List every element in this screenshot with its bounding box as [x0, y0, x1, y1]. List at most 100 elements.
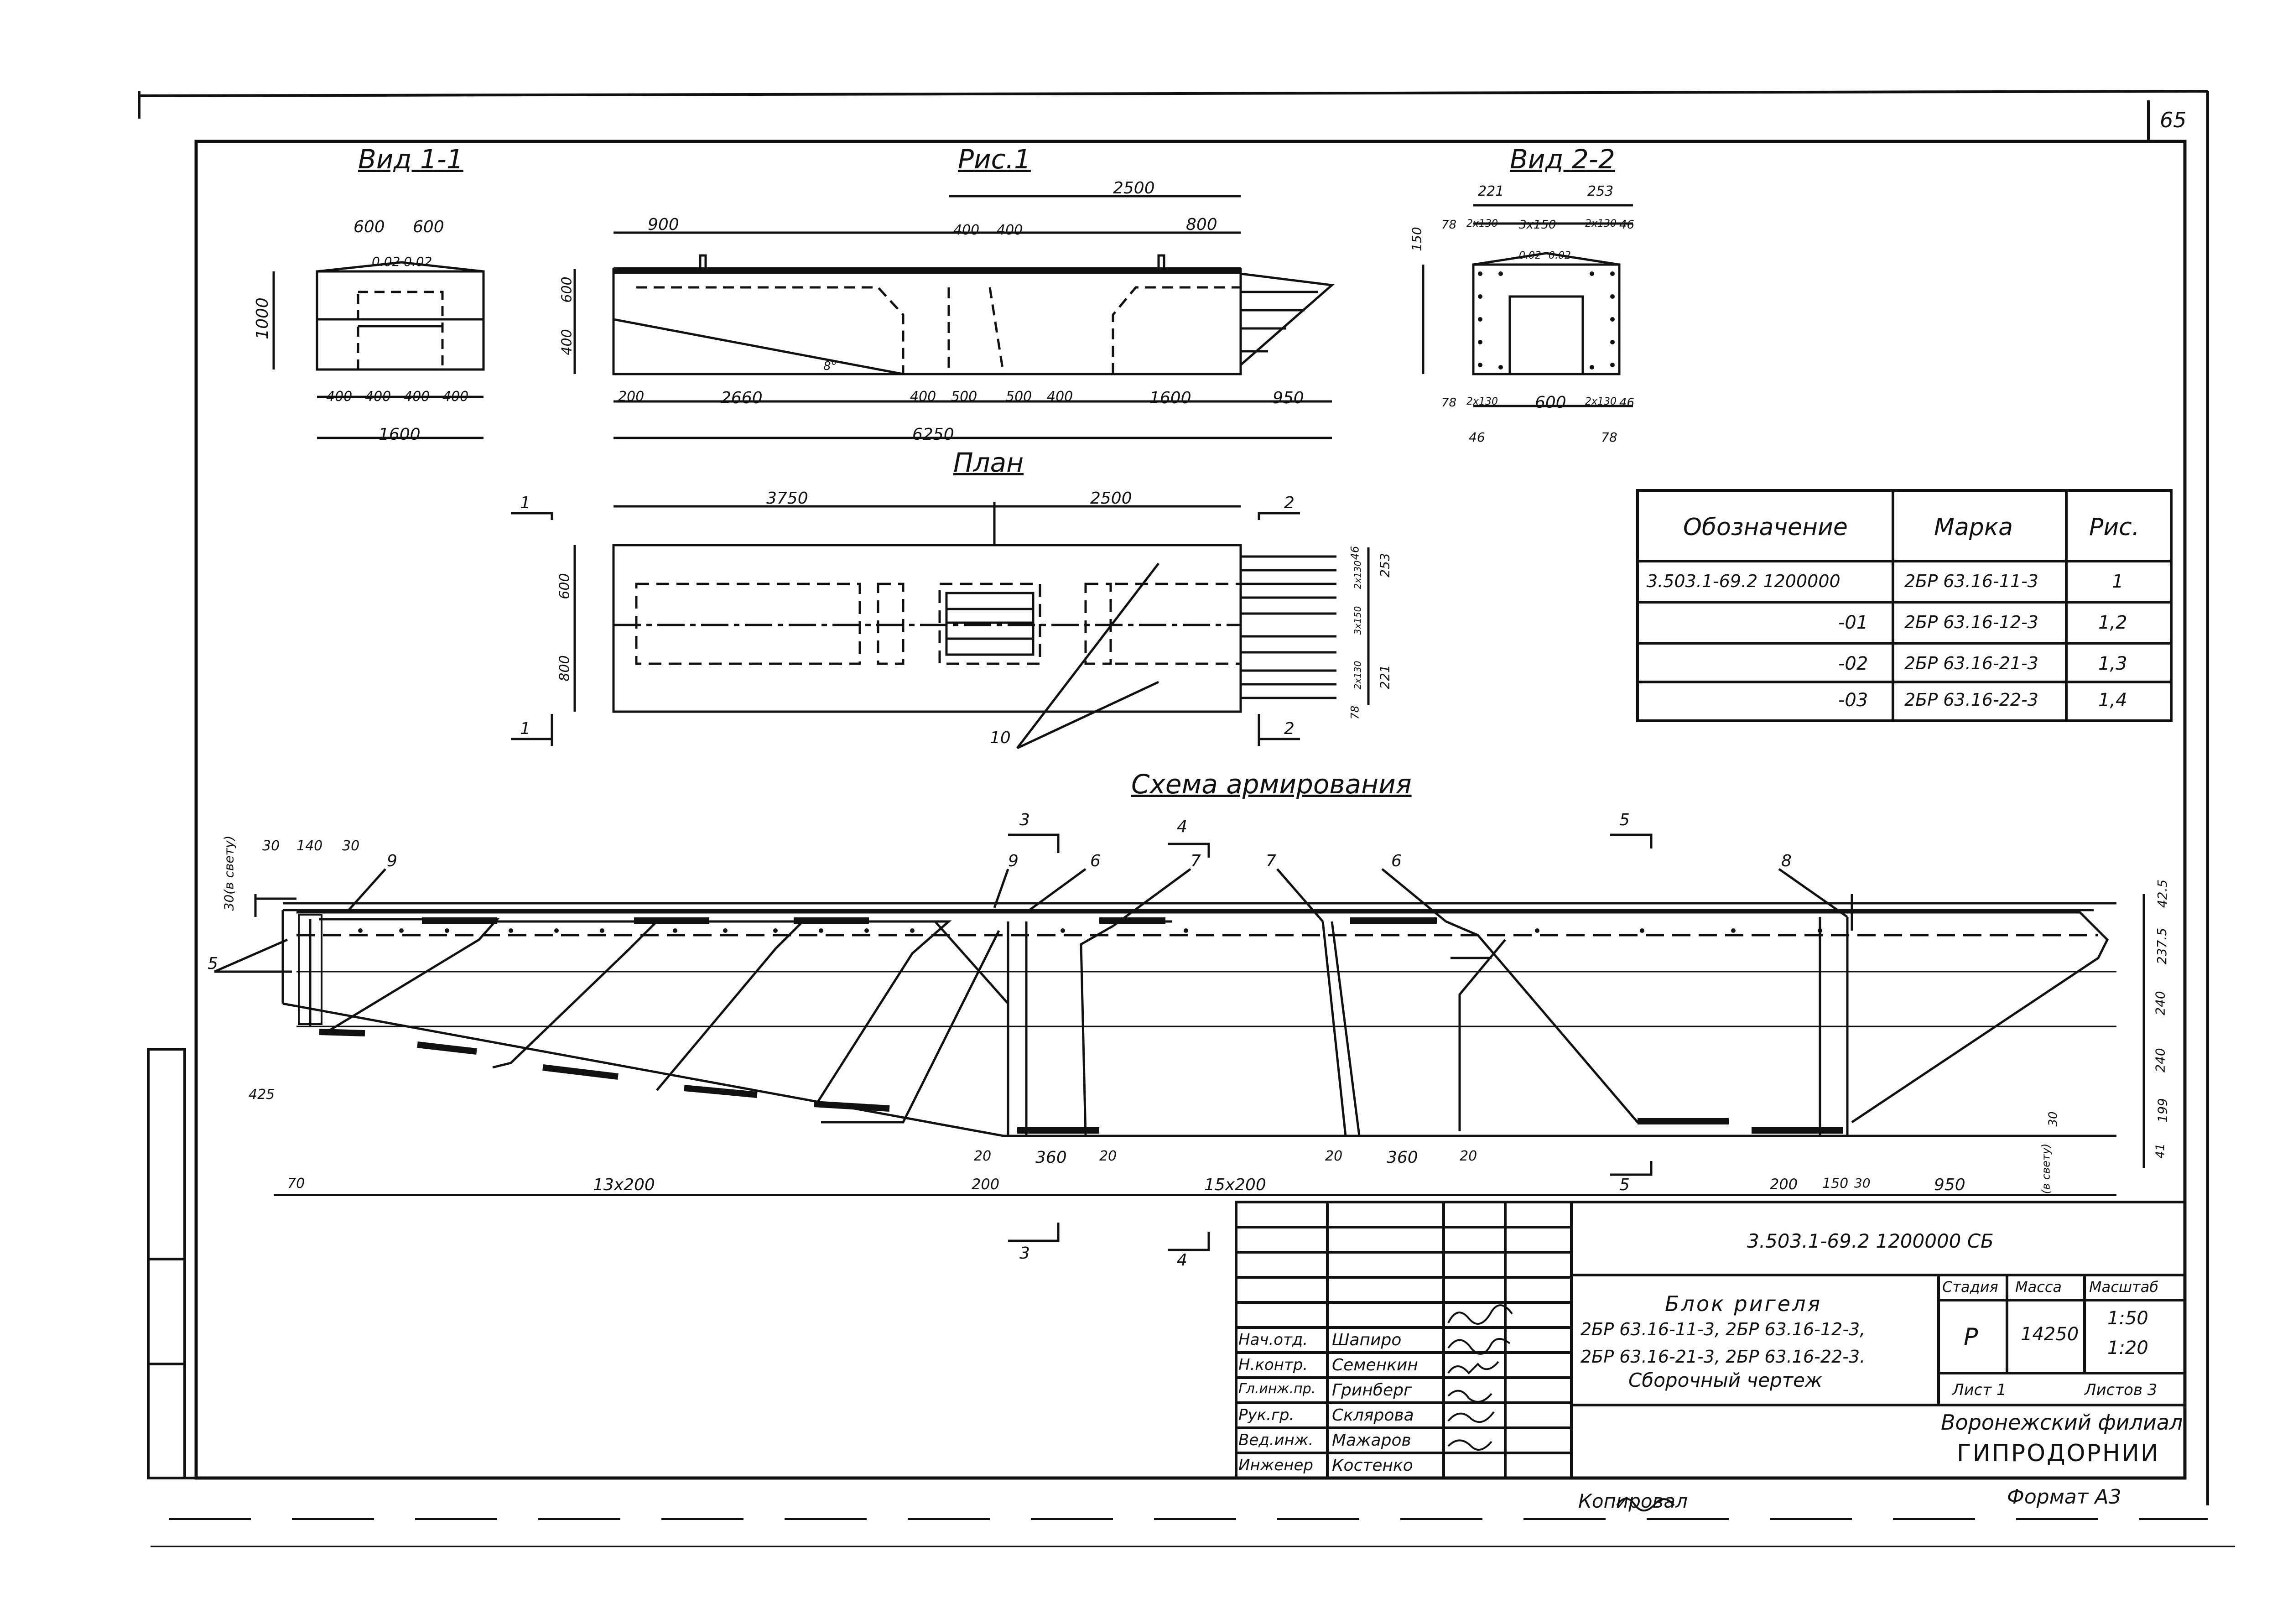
spec-row-mark: 2БР 63.16-22-3 — [1904, 690, 2038, 710]
dim-label: 2500 — [1113, 179, 1155, 198]
dim-label: 46 — [1348, 546, 1362, 560]
dim-label: 400 — [326, 389, 353, 405]
dim-label: 30 — [342, 838, 360, 854]
person-name: Шапиро — [1332, 1331, 1402, 1349]
spec-row-code: 3.503.1-69.2 1200000 — [1647, 571, 1840, 591]
organization: ГИПРОДОРНИИ — [1957, 1440, 2160, 1467]
copied-by-label: Копировал — [1578, 1490, 1688, 1512]
dim-label: 15x200 — [1204, 1176, 1266, 1194]
dim-label: 600 — [413, 218, 444, 236]
binding-strip — [147, 1048, 186, 1479]
dim-label: 41 — [2153, 1143, 2168, 1159]
role-label: Нач.отд. — [1238, 1331, 1308, 1349]
section-label: 5 — [1619, 1176, 1630, 1194]
dim-label: 2x130 — [1466, 218, 1498, 229]
plan-title: План — [953, 447, 1024, 478]
dim-label: 200 — [1770, 1176, 1798, 1193]
dim-label: 30 — [2046, 1111, 2060, 1127]
spec-row-fig: 1,4 — [2098, 690, 2127, 711]
dim-label: 360 — [1035, 1148, 1067, 1167]
dim-label: 6250 — [912, 425, 954, 444]
drawing-name-line: Блок ригеля — [1665, 1291, 1822, 1316]
section-label: 4 — [1177, 1251, 1187, 1270]
callout-label: 9 — [1008, 852, 1019, 870]
dim-label: 2x130 — [1352, 560, 1363, 589]
dim-label: 800 — [1186, 215, 1217, 234]
dim-label: 800 — [556, 655, 573, 682]
dim-label: 900 — [648, 215, 679, 234]
dim-label: 46 — [1619, 218, 1635, 232]
role-label: Гл.инж.пр. — [1238, 1381, 1316, 1397]
dim-label: 8° — [823, 359, 837, 373]
section-label: 2 — [1284, 494, 1295, 512]
dim-label: 425 — [249, 1087, 275, 1103]
dim-label: 1600 — [1149, 389, 1191, 407]
spec-row-code: -02 — [1838, 653, 1868, 674]
mass-value: 14250 — [2021, 1324, 2079, 1345]
dim-label: 400 — [953, 222, 980, 238]
dim-label: 78 — [1348, 705, 1362, 720]
sheet-number: 65 — [2160, 108, 2187, 132]
dim-label: 400 — [559, 329, 575, 355]
dim-label: 360 — [1387, 1148, 1418, 1167]
dim-label: 2500 — [1090, 489, 1132, 508]
dim-label: 150 — [1822, 1176, 1849, 1192]
callout-label: 7 — [1266, 852, 1276, 870]
spec-row-fig: 1 — [2112, 571, 2124, 592]
sheet-label: Лист 1 — [1952, 1381, 2007, 1399]
dim-label: 30(в свету) — [221, 835, 237, 911]
reinforcement-scheme — [254, 894, 2145, 1196]
dim-label: 237.5 — [2154, 927, 2170, 965]
dim-label: 1000 — [253, 297, 272, 339]
title-block-grid — [1235, 1201, 2186, 1479]
dim-label: 0.02 — [1549, 250, 1571, 261]
document-code: 3.503.1-69.2 1200000 СБ — [1747, 1230, 1994, 1252]
role-label: Н.контр. — [1238, 1356, 1308, 1374]
section-label: 3 — [1019, 1244, 1030, 1263]
spec-row-fig: 1,3 — [2098, 653, 2127, 674]
spec-header-designation: Обозначение — [1683, 514, 1848, 541]
dim-label: 950 — [1273, 389, 1304, 407]
drawing-name-line: 2БР 63.16-21-3, 2БР 63.16-22-3. — [1581, 1347, 1866, 1367]
dim-label: 30 — [1854, 1176, 1871, 1191]
dim-label: 400 — [442, 389, 469, 405]
dim-label: 70 — [287, 1176, 305, 1192]
dim-label: 600 — [354, 218, 385, 236]
spec-row-mark: 2БР 63.16-21-3 — [1904, 653, 2038, 673]
dim-label: 200 — [618, 389, 645, 405]
dim-label: 500 — [1006, 389, 1032, 405]
dim-label: 400 — [365, 389, 391, 405]
dim-label: 78 — [1601, 430, 1617, 445]
spec-header-mark: Марка — [1934, 514, 2013, 541]
section-label: 2 — [1284, 719, 1295, 738]
dim-label: 400 — [1047, 389, 1073, 405]
dim-label: 600 — [1535, 393, 1566, 412]
dim-label: 0.02 — [1519, 250, 1541, 261]
dim-label: 3750 — [766, 489, 808, 508]
organization: Воронежский филиал — [1941, 1410, 2183, 1435]
drawing-name-line: 2БР 63.16-11-3, 2БР 63.16-12-3, — [1581, 1319, 1866, 1339]
spec-row-mark: 2БР 63.16-12-3 — [1904, 612, 2038, 632]
callout-label: 9 — [387, 852, 397, 870]
section-label: 4 — [1177, 817, 1187, 836]
dim-label: 253 — [1587, 183, 1614, 199]
stage-value: Р — [1964, 1323, 1978, 1351]
dim-label: 3x150 — [1519, 218, 1556, 232]
mass-label: Масса — [2015, 1278, 2062, 1296]
spec-header-fig: Рис. — [2089, 514, 2140, 541]
drawing-name-line: Сборочный чертеж — [1628, 1369, 1822, 1391]
signatures — [1447, 1304, 1675, 1512]
figure-1-elevation — [573, 195, 1335, 439]
callout-label: 7 — [1191, 852, 1201, 870]
dim-label: 2x130 — [1585, 218, 1617, 229]
scale-value: 1:50 — [2107, 1308, 2148, 1329]
stage-label: Стадия — [1942, 1278, 1998, 1296]
spec-row-mark: 2БР 63.16-11-3 — [1904, 571, 2038, 591]
reinforcement-title: Схема армирования — [1131, 769, 1412, 800]
dim-label: 600 — [559, 276, 575, 303]
dim-label: 3x150 — [1352, 606, 1363, 635]
dim-label: 20 — [974, 1148, 992, 1164]
dim-label: (в свету) — [2039, 1143, 2053, 1194]
dim-label: 199 — [2155, 1098, 2170, 1123]
